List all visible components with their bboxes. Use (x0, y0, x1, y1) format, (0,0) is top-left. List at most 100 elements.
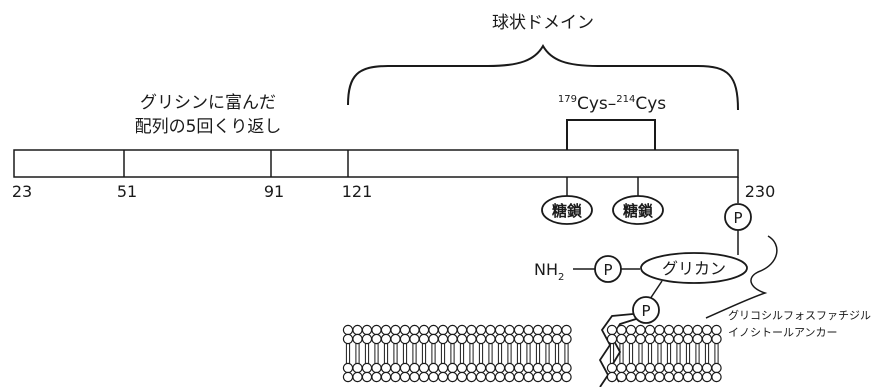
lipid-head (626, 334, 635, 343)
nh2-subscript: 2 (558, 272, 564, 283)
lipid-head (626, 363, 635, 372)
lipid-head (372, 325, 381, 334)
lipid-head (353, 363, 362, 372)
lipid-head (391, 334, 400, 343)
lipid-head (543, 363, 552, 372)
lipid-head (486, 363, 495, 372)
lipid-head (505, 363, 514, 372)
lipid-head (524, 334, 533, 343)
lipid-head (664, 372, 673, 381)
lipid-head (429, 325, 438, 334)
lipid-head (562, 334, 571, 343)
lipid-head (495, 363, 504, 372)
lipid-head (372, 334, 381, 343)
lipid-head (514, 334, 523, 343)
lipid-head (391, 325, 400, 334)
lipid-head (410, 325, 419, 334)
lipid-head (476, 325, 485, 334)
lipid-head (362, 363, 371, 372)
lipid-head (353, 372, 362, 381)
lipid-head (702, 325, 711, 334)
lipid-head (693, 363, 702, 372)
lipid-head (617, 325, 626, 334)
lipid-head (655, 372, 664, 381)
lipid-head (353, 325, 362, 334)
cys179-text: Cys– (577, 94, 616, 114)
lipid-head (410, 372, 419, 381)
phosphate-2-label: P (603, 261, 612, 279)
lipid-head (381, 325, 390, 334)
residue-23: 23 (12, 182, 32, 201)
lipid-head (562, 325, 571, 334)
lipid-head (655, 363, 664, 372)
lipid-head (467, 325, 476, 334)
lipid-head (362, 372, 371, 381)
lipid-head (448, 363, 457, 372)
lipid-head (438, 372, 447, 381)
lipid-head (410, 363, 419, 372)
lipid-head (617, 363, 626, 372)
lipid-head (438, 334, 447, 343)
lipid-head (505, 325, 514, 334)
lipid-head (429, 363, 438, 372)
lipid-head (712, 372, 721, 381)
lipid-head (636, 363, 645, 372)
lipid-head (438, 325, 447, 334)
lipid-head (674, 334, 683, 343)
globular-domain-brace (348, 46, 738, 110)
residue-91: 91 (264, 182, 284, 201)
lipid-head (372, 363, 381, 372)
lipid-head (674, 363, 683, 372)
lipid-head (683, 363, 692, 372)
lipid-head (636, 334, 645, 343)
residue-121: 121 (342, 182, 373, 201)
lipid-head (457, 372, 466, 381)
disulfide-label: 179Cys–214Cys (558, 94, 666, 114)
lipid-head (505, 334, 514, 343)
lipid-head (495, 334, 504, 343)
lipid-head (467, 334, 476, 343)
lipid-head (702, 334, 711, 343)
lipid-head (562, 372, 571, 381)
lipid-head (400, 334, 409, 343)
lipid-head (664, 325, 673, 334)
lipid-head (543, 334, 552, 343)
lipid-head (343, 363, 352, 372)
glycan-phosphate-bond (650, 281, 662, 299)
lipid-head (524, 363, 533, 372)
lipid-head (343, 372, 352, 381)
sugar-chain-1-label: 糖鎖 (552, 202, 583, 220)
phosphate-1-label: P (733, 209, 742, 227)
lipid-head (419, 363, 428, 372)
lipid-head (533, 334, 542, 343)
lipid-head (683, 334, 692, 343)
lipid-head (712, 363, 721, 372)
lipid-head (476, 334, 485, 343)
lipid-head (400, 363, 409, 372)
lipid-head (645, 334, 654, 343)
globular-domain-label: 球状ドメイン (492, 13, 594, 33)
glycine-repeat-label-line1: グリシンに富んだ (140, 93, 276, 113)
lipid-head (626, 325, 635, 334)
lipid-head (429, 334, 438, 343)
lipid-head (645, 325, 654, 334)
lipid-head (381, 334, 390, 343)
lipid-head (674, 325, 683, 334)
lipid-head (664, 363, 673, 372)
nh2-text: NH (534, 260, 558, 279)
lipid-head (419, 325, 428, 334)
glycine-repeat-label-line2: 配列の5回くり返し (135, 117, 282, 137)
lipid-head (552, 363, 561, 372)
lipid-head (362, 325, 371, 334)
lipid-head (391, 363, 400, 372)
lipid-head (505, 372, 514, 381)
lipid-head (448, 334, 457, 343)
lipid-head (343, 325, 352, 334)
lipid-head (372, 372, 381, 381)
lipid-head (562, 363, 571, 372)
lipid-head (533, 325, 542, 334)
lipid-head (543, 372, 552, 381)
lipid-head (552, 372, 561, 381)
lipid-head (674, 372, 683, 381)
